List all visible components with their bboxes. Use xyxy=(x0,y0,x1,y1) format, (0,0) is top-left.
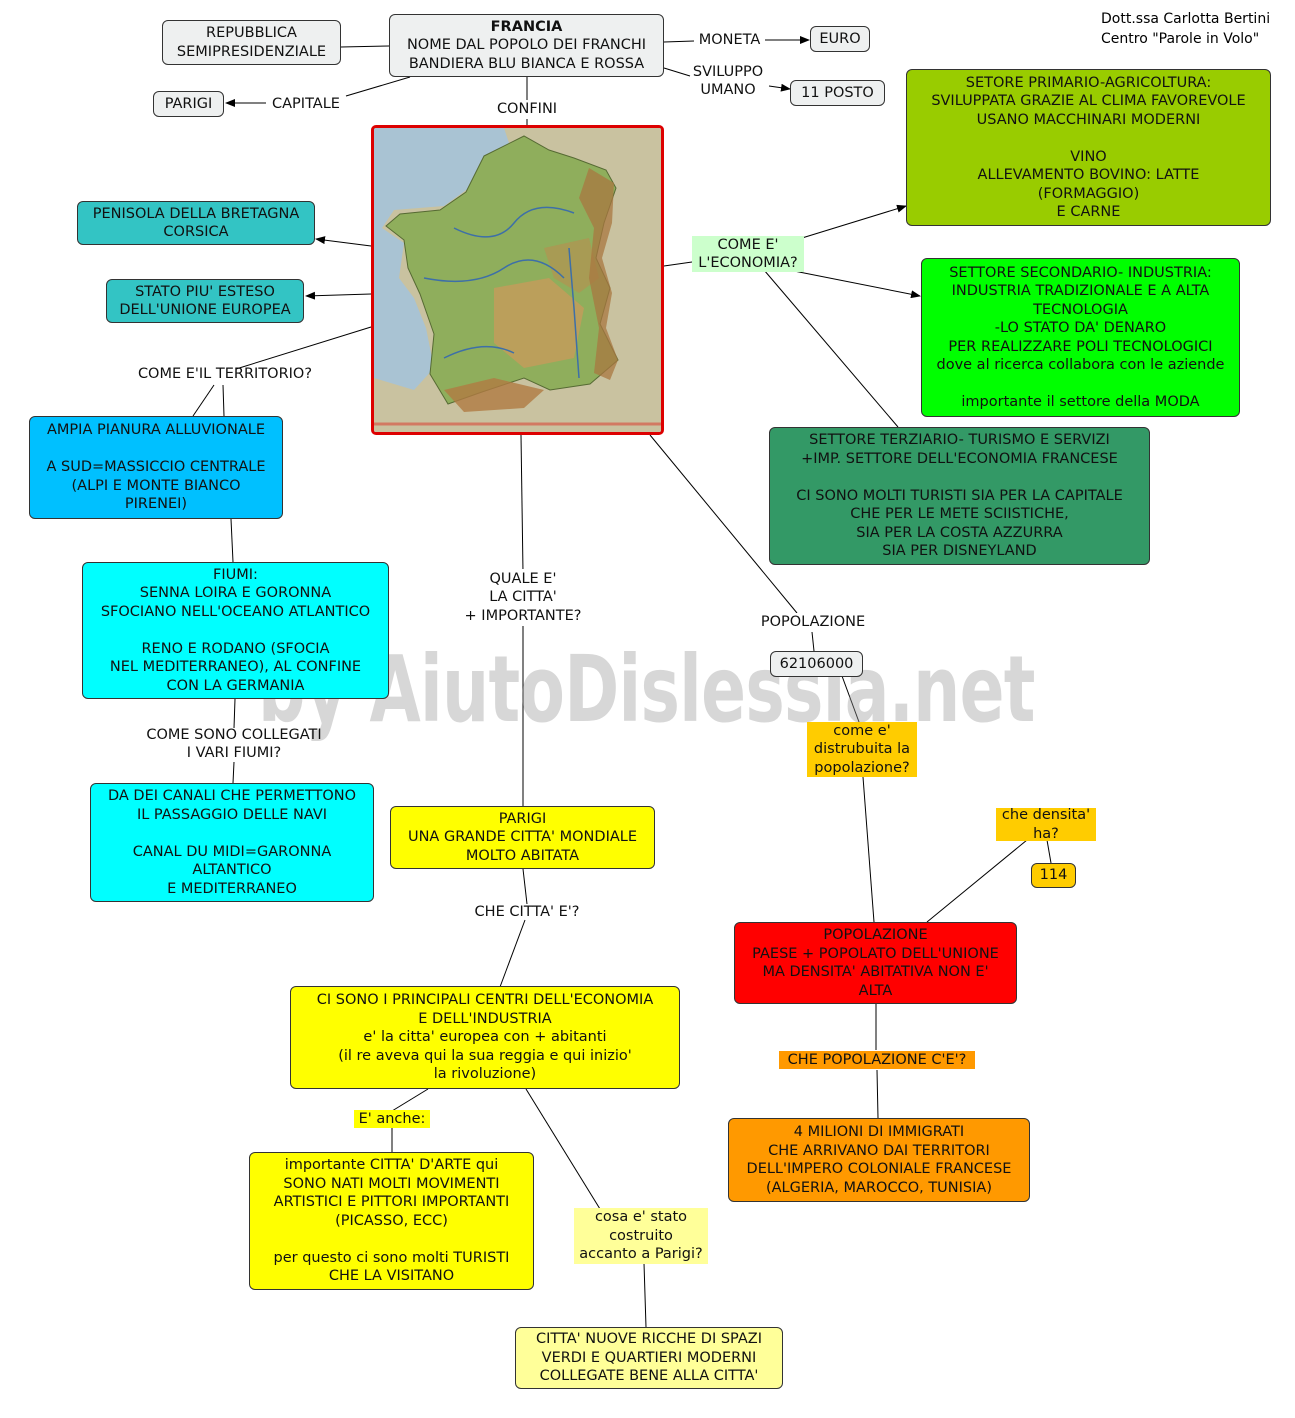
edge-distribuita-pop xyxy=(862,776,875,923)
edge-territorio-pianura-a xyxy=(192,384,215,417)
edge-numero-distribuita xyxy=(841,675,860,723)
node-francia-text: NOME DAL POPOLO DEI FRANCHI BANDIERA BLU… xyxy=(406,37,647,72)
author-credit: Dott.ssa Carlotta Bertini Centro "Parole… xyxy=(1101,9,1270,49)
edge-densita-valore xyxy=(1046,839,1052,864)
france-map-image xyxy=(371,125,664,435)
node-immigrati[interactable]: 4 MILIONI DI IMMIGRATI CHE ARRIVANO DAI … xyxy=(728,1118,1030,1202)
edge-pop-densita xyxy=(926,839,1028,923)
node-stato-esteso[interactable]: STATO PIU' ESTESO DELL'UNIONE EUROPEA xyxy=(106,279,304,323)
link-che-citta: CHE CITTA' E'? xyxy=(474,904,580,921)
edge-economia-secondario xyxy=(788,269,921,299)
edge-map-stato xyxy=(305,291,372,300)
node-euro[interactable]: EURO xyxy=(810,26,870,52)
node-penisola[interactable]: PENISOLA DELLA BRETAGNA CORSICA xyxy=(77,201,315,245)
link-collegati: COME SONO COLLEGATI I VARI FIUMI? xyxy=(146,726,322,762)
node-fiumi[interactable]: FIUMI: SENNA LOIRA E GORONNA SFOCIANO NE… xyxy=(82,562,389,699)
link-economia: COME E' L'ECONOMIA? xyxy=(692,236,804,272)
node-numero-abitanti[interactable]: 62106000 xyxy=(770,651,863,677)
node-canali[interactable]: DA DEI CANALI CHE PERMETTONO IL PASSAGGI… xyxy=(90,783,374,902)
author-credit-line2: Centro "Parole in Volo" xyxy=(1101,31,1260,47)
node-parigi-capitale[interactable]: PARIGI xyxy=(153,91,224,117)
edge-popolazione-numero xyxy=(811,631,815,652)
link-popolazione: POPOLAZIONE xyxy=(752,613,874,632)
edge-territorio-pianura-b xyxy=(222,384,225,417)
node-11-posto[interactable]: 11 POSTO xyxy=(790,80,885,106)
edge-map-popolazione xyxy=(649,434,798,614)
link-sviluppo-umano: SVILUPPO UMANO xyxy=(692,63,764,99)
edge-pianura-fiumi xyxy=(230,518,234,563)
edge-checitta-centri xyxy=(499,919,526,988)
edge-parigi-checitta xyxy=(522,868,528,905)
node-popolazione[interactable]: POPOLAZIONE PAESE + POPOLATO DELL'UNIONE… xyxy=(734,922,1017,1004)
node-francia[interactable]: FRANCIA NOME DAL POPOLO DEI FRANCHI BAND… xyxy=(389,14,664,77)
node-pianura[interactable]: AMPIA PIANURA ALLUVIONALE A SUD=MASSICCI… xyxy=(29,416,283,519)
node-citta-arte[interactable]: importante CITTA' D'ARTE qui SONO NATI M… xyxy=(249,1152,534,1290)
edge-costruito-nuove xyxy=(643,1262,647,1328)
link-distribuita: come e' distrubuita la popolazione? xyxy=(807,722,917,777)
edge-map-citta xyxy=(520,434,524,573)
edge-map-economia xyxy=(663,261,693,267)
node-settore-primario[interactable]: SETORE PRIMARIO-AGRICOLTURA: SVILUPPATA … xyxy=(906,69,1271,226)
edge-centri-eanche xyxy=(391,1088,429,1112)
link-capitale: CAPITALE xyxy=(272,96,340,113)
edge-map-territorio xyxy=(235,326,372,370)
link-densita: che densita' ha? xyxy=(996,807,1096,842)
link-confini: CONFINI xyxy=(496,101,558,118)
edge-francia-moneta xyxy=(663,40,695,43)
node-settore-secondario[interactable]: SETTORE SECONDARIO- INDUSTRIA: INDUSTRIA… xyxy=(921,258,1240,417)
france-map-drawing xyxy=(374,128,661,432)
link-che-popolazione: CHE POPOLAZIONE C'E'? xyxy=(779,1051,975,1069)
link-territorio: COME E'IL TERRITORIO? xyxy=(137,366,313,383)
edge-fiumi-collegati xyxy=(233,698,236,729)
node-parigi-mondiale[interactable]: PARIGI UNA GRANDE CITTA' MONDIALE MOLTO … xyxy=(390,806,655,869)
edge-centri-costruito xyxy=(525,1088,601,1210)
edge-francia-capitale xyxy=(345,76,411,97)
edge-sviluppo-posto xyxy=(768,83,791,92)
link-moneta: MONETA xyxy=(698,32,761,49)
author-credit-line1: Dott.ssa Carlotta Bertini xyxy=(1101,11,1271,27)
link-costruito: cosa e' stato costruito accanto a Parigi… xyxy=(574,1208,708,1264)
edge-economia-terziario xyxy=(763,269,899,428)
edge-francia-sviluppo xyxy=(663,67,691,77)
edge-francia-repubblica xyxy=(340,45,390,48)
link-citta-importante: QUALE E' LA CITTA' + IMPORTANTE? xyxy=(453,569,593,626)
edge-map-penisola xyxy=(315,236,372,247)
edge-chepop-immigrati xyxy=(876,1069,879,1119)
node-citta-nuove[interactable]: CITTA' NUOVE RICCHE DI SPAZI VERDI E QUA… xyxy=(515,1327,783,1389)
node-centri-economia[interactable]: CI SONO I PRINCIPALI CENTRI DELL'ECONOMI… xyxy=(290,986,680,1089)
node-settore-terziario[interactable]: SETTORE TERZIARIO- TURISMO E SERVIZI +IM… xyxy=(769,427,1150,565)
edge-economia-primario xyxy=(801,204,907,239)
node-francia-title: FRANCIA xyxy=(490,18,563,35)
node-repubblica[interactable]: REPUBBLICA SEMIPRESIDENZIALE xyxy=(162,20,341,65)
link-e-anche: E' anche: xyxy=(354,1110,430,1128)
edge-collegati-canali xyxy=(232,761,235,784)
node-densita-valore[interactable]: 114 xyxy=(1031,863,1076,888)
